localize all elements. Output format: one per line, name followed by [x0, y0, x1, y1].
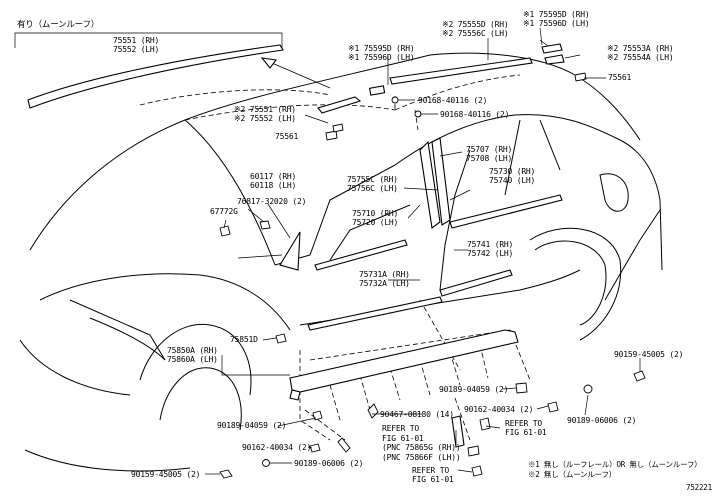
- rocker-end-cap: [289, 389, 301, 401]
- clip-76817: [259, 220, 271, 230]
- quarter-moulding-75730: [449, 194, 563, 229]
- arrow-line: [264, 59, 331, 89]
- callout-90189-bottom: 90189-06006 (2): [294, 459, 364, 468]
- callout-90162-right: 90162-40034 (2): [464, 405, 534, 414]
- callout-67772g: 67772G: [210, 207, 238, 216]
- callout-75730: 75730 (RH)75740 (LH): [489, 167, 536, 185]
- callout-76817: 76817-32020 (2): [237, 197, 307, 206]
- roof-clip-left: [368, 85, 386, 96]
- clip-75561-right: [574, 72, 587, 82]
- mirror-garnish-60117: [279, 231, 301, 271]
- roof-drip-moulding: [389, 57, 533, 85]
- callout-90159-left: 90159-45005 (2): [131, 470, 201, 479]
- clip-75561-left-b: [332, 123, 344, 133]
- callout-75741: 75741 (RH)75742 (LH): [467, 240, 514, 258]
- callout-75710: 75710 (RH)75720 (LH): [352, 209, 399, 227]
- callout-75561-right: 75561: [608, 73, 632, 82]
- callout-90168-a: 90168-40116 (2): [418, 96, 488, 105]
- callout-90189-mid: 90189-04059 (2): [439, 385, 509, 394]
- callout-90189-right: 90189-06006 (2): [567, 416, 637, 425]
- roof-cover-75553: [544, 54, 565, 65]
- clip-75561-left-a: [325, 130, 338, 141]
- roof-end-cap-left: [317, 96, 362, 114]
- front-door-moulding-75710: [314, 239, 408, 271]
- pillar-garnish-75707: [419, 140, 441, 229]
- callout-75595d-right: ※1 75595D (RH)※1 75596D (LH): [523, 10, 590, 28]
- roof-end-cap-right: [541, 43, 563, 54]
- arrow-head-icon: [260, 57, 277, 69]
- callout-75851d: 75851D: [230, 335, 258, 344]
- callout-75595d-left: ※1 75595D (RH)※1 75596D (LH): [348, 44, 415, 62]
- callout-75555d: ※2 75555D (RH)※2 75556C (LH): [442, 20, 509, 38]
- clip-67772g: [219, 225, 231, 237]
- door-moulding-75731: [307, 296, 443, 331]
- callout-75551-mid: ※2 75551 (RH)※2 75552 (LH): [234, 105, 296, 123]
- callout-75731a: 75731A (RH)75732A (LH): [359, 270, 410, 288]
- leader-lines: [205, 27, 641, 475]
- footnote-legend: ※1 無し（ルーフレール）OR 無し（ムーンルーフ） ※2 無し（ムーンルーフ）: [528, 460, 702, 479]
- pillar-garnish-75755: [431, 137, 451, 226]
- callout-90159-right: 90159-45005 (2): [614, 350, 684, 359]
- fasteners: [219, 370, 646, 479]
- callout-75561-left: 75561: [275, 132, 299, 141]
- moonroof-bracket: [14, 32, 283, 48]
- callout-refer-fig-a: REFER TO FIG 61-01 (PNC 75865G (RH)) (PN…: [382, 424, 461, 462]
- clip-75851d: [275, 333, 287, 344]
- callout-60117: 60117 (RH)60118 (LH): [250, 172, 297, 190]
- callout-90189-left: 90189-04059 (2): [217, 421, 287, 430]
- callout-75850a: 75850A (RH)75860A (LH): [167, 346, 218, 364]
- callout-90467: 90467-08180 (14): [380, 410, 454, 419]
- roof-rail-moulding: [27, 44, 284, 109]
- callout-90168-b: 90168-40116 (2): [440, 110, 510, 119]
- callout-75707: 75707 (RH)75708 (LH): [466, 145, 513, 163]
- callout-90162-left: 90162-40034 (2): [242, 443, 312, 452]
- callout-75551-top: 75551 (RH)75552 (LH): [113, 36, 160, 54]
- callout-75755c: 75755C (RH)75756C (LH): [347, 175, 398, 193]
- moonroof-note: 有り（ムーンルーフ）: [17, 20, 100, 30]
- screw-90168-a: [391, 96, 399, 104]
- rear-door-moulding-75741: [439, 269, 513, 297]
- callout-75553a: ※2 75553A (RH)※2 75554A (LH): [607, 44, 674, 62]
- catalog-number: 752221: [686, 483, 712, 492]
